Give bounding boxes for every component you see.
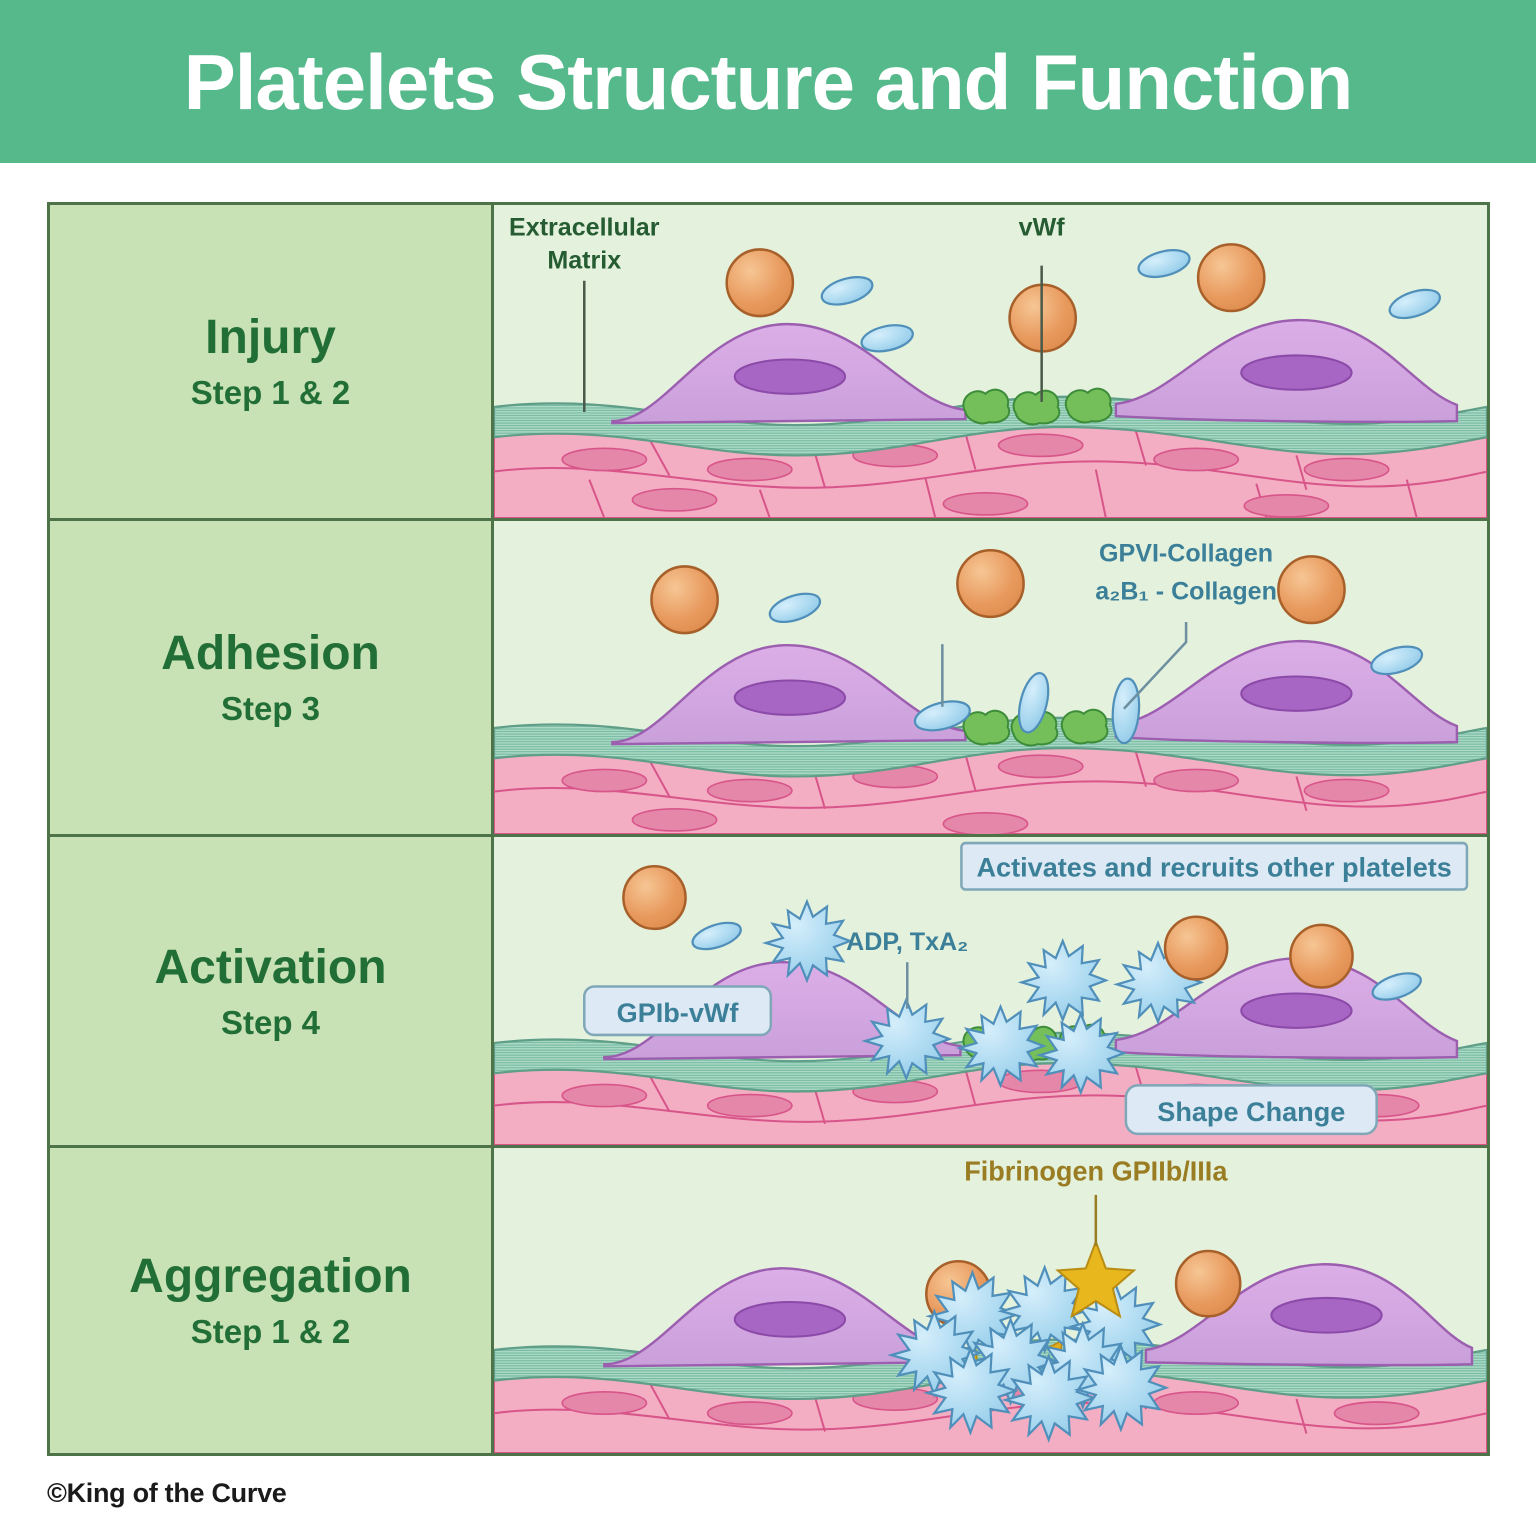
activated-platelets: [761, 898, 1205, 1096]
endothelial-nucleus: [1240, 675, 1353, 712]
platelet: [1388, 288, 1441, 320]
label-adp-txa2: ADP, TxA₂: [846, 928, 968, 956]
endothelial-nucleus: [1240, 992, 1353, 1029]
platelet: [820, 276, 874, 306]
activated-platelet: [1035, 1010, 1128, 1096]
red-blood-cell: [650, 565, 719, 635]
table-row-activation: Activation Step 4: [50, 837, 1487, 1148]
red-blood-cell: [622, 865, 687, 931]
endothelial-nucleus: [1240, 354, 1353, 391]
activated-platelet: [925, 1269, 1021, 1360]
stage-cell-aggregation[interactable]: Aggregation Step 1 & 2: [50, 1148, 494, 1453]
illustration-aggregation: Fibrinogen GPIIb/IIIa: [494, 1148, 1487, 1453]
copyright-credit: ©King of the Curve: [47, 1478, 287, 1508]
endothelial-nucleus: [733, 679, 847, 716]
callout-shape-change: Shape Change: [1124, 1084, 1378, 1136]
aggregation-diagram: Fibrinogen GPIIb/IIIa: [494, 1155, 1487, 1453]
fibrinogen-star-icon: [1055, 1239, 1137, 1319]
stage-step-aggregation: Step 1 & 2: [190, 1313, 351, 1350]
platelet: [1371, 972, 1422, 1001]
page-header: Platelets Structure and Function: [0, 0, 1536, 163]
red-blood-cell: [956, 549, 1025, 619]
callout-gpib-vwf: GPIb-vWf: [583, 985, 773, 1037]
free-platelets: [691, 921, 1422, 1001]
label-fibrinogen-gpiibiiia: Fibrinogen GPIIb/IIIa: [964, 1155, 1228, 1186]
label-gpvi-collagen: GPVI-Collagen: [1099, 539, 1273, 567]
label-shape-change: Shape Change: [1157, 1096, 1345, 1127]
leader-line-a2b1: [1122, 621, 1188, 710]
injury-diagram: Extracellular Matrix vWf: [494, 213, 1487, 518]
table-row-injury: Injury Step 1 & 2: [50, 205, 1487, 521]
label-extracellular-matrix-line2: Matrix: [547, 247, 621, 275]
platelet-adhered: [913, 700, 971, 732]
activated-platelet: [997, 1264, 1094, 1355]
label-activates-recruits: Activates and recruits other platelets: [977, 851, 1452, 882]
platelet-stages-table: Injury Step 1 & 2: [47, 202, 1490, 1456]
red-blood-cell: [725, 248, 795, 318]
stage-step-activation: Step 4: [220, 1003, 321, 1041]
platelet-adhered: [1111, 677, 1141, 745]
red-blood-cell: [1277, 555, 1346, 625]
free-platelets: [820, 249, 1441, 353]
activated-platelet: [1017, 938, 1109, 1023]
stage-name-adhesion: Adhesion: [161, 627, 380, 680]
stage-cell-injury[interactable]: Injury Step 1 & 2: [50, 205, 494, 518]
activated-platelet: [761, 898, 854, 984]
activated-platelet: [861, 996, 953, 1082]
callout-activates-recruits: Activates and recruits other platelets: [960, 841, 1469, 891]
label-gpib-vwf: GPIb-vWf: [617, 997, 740, 1028]
vwf-collagen-cluster: [962, 387, 1113, 426]
illustration-activation: ADP, TxA₂ Activates and recruits other p…: [494, 837, 1487, 1145]
adhered-platelets: [913, 672, 1141, 745]
illustration-adhesion: GPVI-Collagen a₂B₁ - Collagen: [494, 521, 1487, 834]
platelet: [1370, 645, 1424, 676]
label-extracellular-matrix-line1: Extracellular: [509, 213, 660, 241]
endothelial-nucleus: [733, 358, 847, 395]
stage-step-adhesion: Step 3: [220, 690, 321, 727]
stage-name-injury: Injury: [205, 311, 336, 364]
red-blood-cells: [622, 865, 1354, 989]
endothelial-nucleus: [733, 1301, 847, 1338]
platelet: [1137, 249, 1191, 279]
red-blood-cells: [650, 549, 1346, 635]
illustration-injury: Extracellular Matrix vWf: [494, 205, 1487, 518]
red-blood-cell: [1174, 1249, 1242, 1318]
label-vwf: vWf: [1019, 213, 1066, 241]
platelet-aggregate: [887, 1264, 1170, 1443]
endothelium-layer: [611, 318, 1459, 425]
adhesion-diagram: GPVI-Collagen a₂B₁ - Collagen: [494, 539, 1487, 834]
endothelial-nucleus: [1270, 1296, 1383, 1334]
stage-step-injury: Step 1 & 2: [190, 374, 351, 411]
red-blood-cell: [1289, 923, 1354, 989]
label-a2b1-collagen: a₂B₁ - Collagen: [1095, 578, 1277, 606]
free-platelets: [768, 592, 1424, 676]
extracellular-matrix-layer: [494, 395, 1487, 457]
stage-name-activation: Activation: [154, 940, 387, 994]
platelet: [768, 592, 822, 624]
page-title: Platelets Structure and Function: [183, 37, 1354, 126]
extracellular-matrix-layer: [494, 716, 1487, 778]
activated-platelet: [1073, 1342, 1170, 1433]
stage-name-aggregation: Aggregation: [129, 1250, 412, 1303]
activated-platelet: [1001, 1352, 1098, 1443]
stage-cell-activation[interactable]: Activation Step 4: [50, 837, 494, 1145]
platelet: [691, 921, 742, 951]
red-blood-cell: [1163, 915, 1229, 981]
stage-cell-adhesion[interactable]: Adhesion Step 3: [50, 521, 494, 834]
red-blood-cell: [1196, 243, 1266, 313]
table-row-aggregation: Aggregation Step 1 & 2: [50, 1148, 1487, 1453]
table-row-adhesion: Adhesion Step 3: [50, 521, 1487, 837]
platelet-adhered: [1017, 672, 1050, 734]
platelet: [860, 324, 914, 353]
activated-platelet: [955, 1003, 1047, 1089]
activation-diagram: ADP, TxA₂ Activates and recruits other p…: [494, 841, 1487, 1145]
activated-platelet: [923, 1345, 1019, 1436]
